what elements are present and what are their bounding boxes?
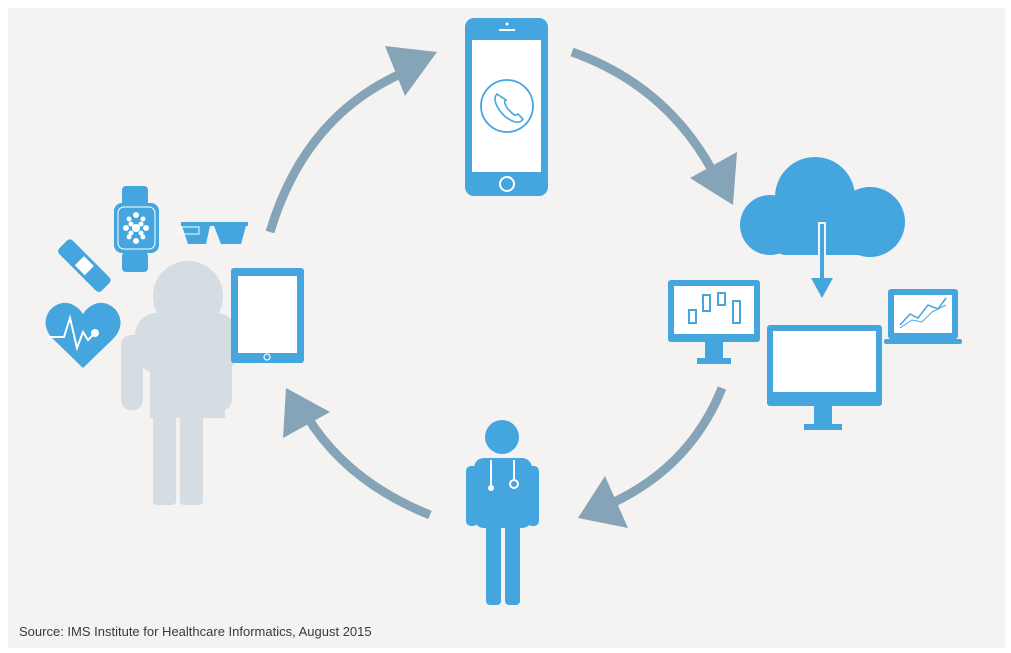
phone-call-icon — [480, 79, 534, 133]
arrow-cloud-to-doctor — [578, 386, 727, 528]
patient-icon — [121, 261, 238, 505]
tablet-icon — [231, 268, 304, 363]
bandage-sensor-icon — [58, 239, 111, 292]
source-note: Source: IMS Institute for Healthcare Inf… — [19, 624, 372, 639]
monitor-chart-icon — [668, 280, 760, 364]
doctor-icon — [466, 420, 539, 605]
heart-rate-icon — [45, 302, 121, 368]
smartwatch-icon — [114, 186, 159, 272]
smartphone-icon — [465, 18, 548, 196]
smart-glasses-icon — [178, 222, 248, 244]
cloud-icon — [740, 157, 905, 298]
desktop-monitor-icon — [767, 325, 882, 430]
arrow-patient-to-phone — [265, 46, 437, 234]
laptop-chart-icon — [884, 289, 962, 344]
arrow-phone-to-cloud — [570, 47, 737, 205]
arrow-doctor-to-patient — [283, 388, 432, 520]
